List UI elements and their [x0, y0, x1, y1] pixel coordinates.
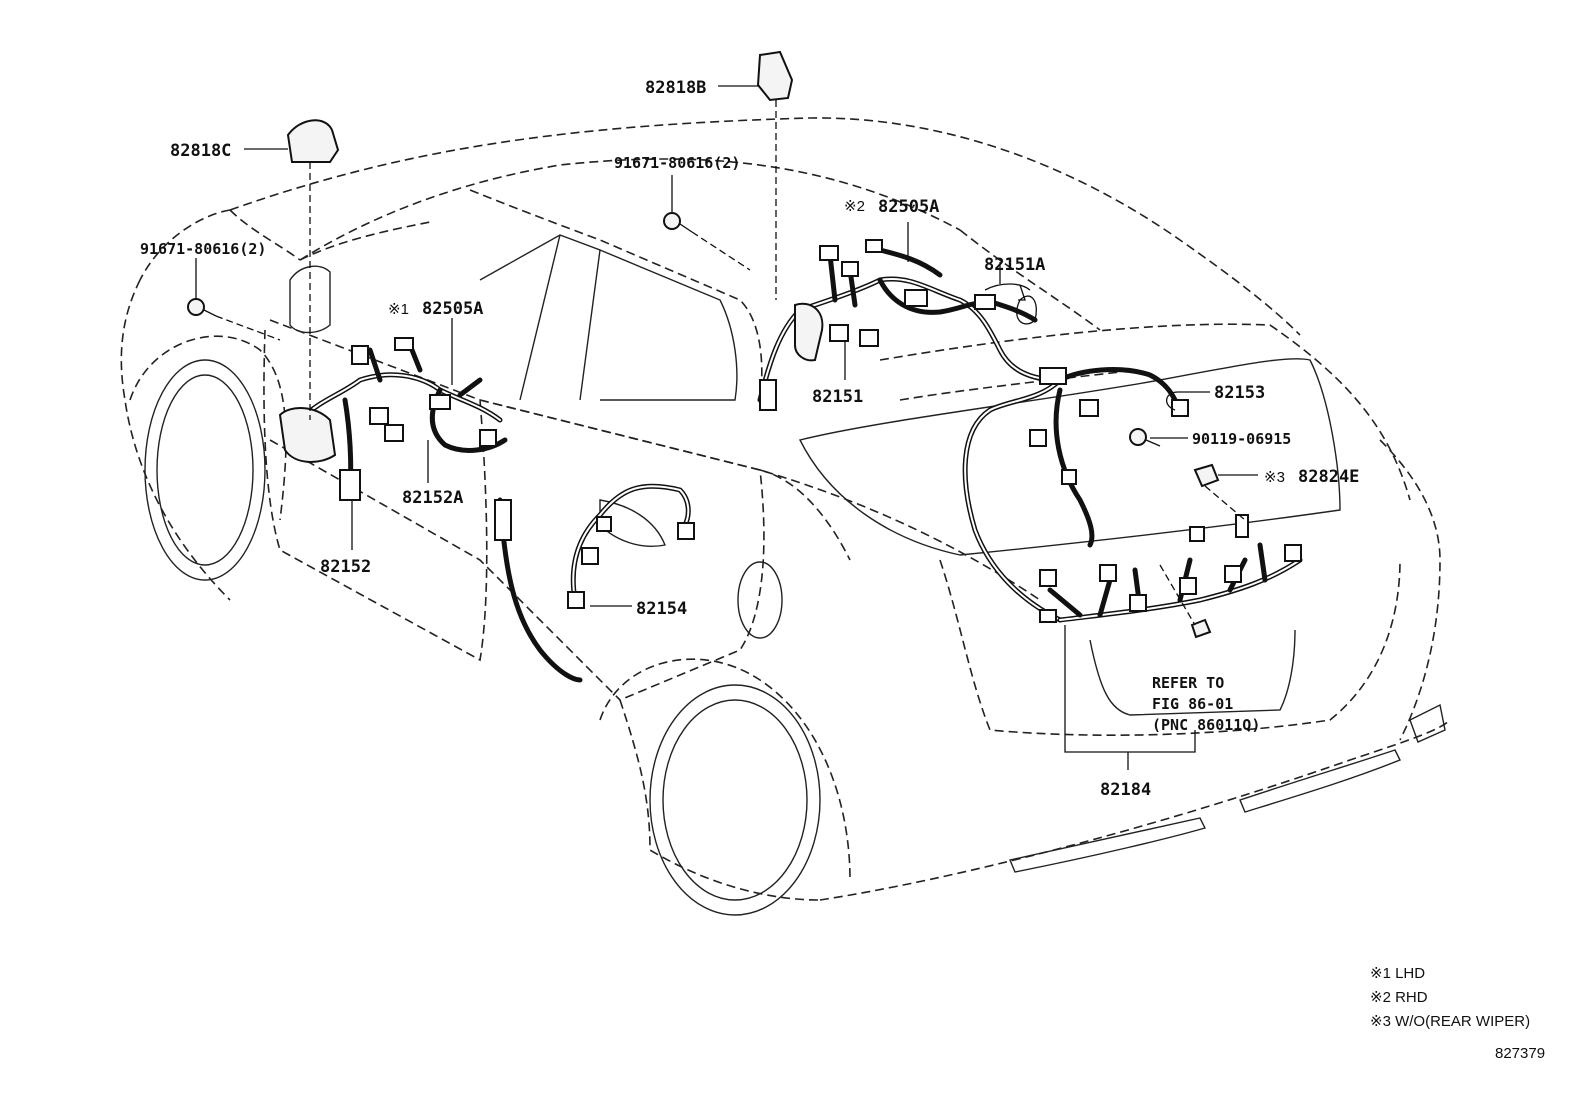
label-82824E-mark: ※3: [1264, 469, 1285, 486]
label-82154: 82154: [636, 599, 687, 619]
label-82151A: 82151A: [984, 255, 1045, 275]
connector: [581, 547, 599, 565]
connector: [429, 394, 451, 410]
connector: [1079, 399, 1099, 417]
part-82824E-icon: [1193, 463, 1258, 521]
connector: [974, 294, 996, 310]
connector: [1039, 609, 1057, 623]
connector-loop: [1016, 295, 1037, 325]
harness-clamp: [794, 302, 824, 362]
legend-item-lhd: ※1 LHD: [1370, 965, 1425, 982]
label-82818B: 82818B: [645, 78, 706, 98]
connector: [384, 424, 404, 442]
back-door-harness: [962, 367, 1303, 623]
connector: [339, 469, 361, 501]
part-82818C-icon: [244, 119, 340, 420]
car-body-outline: [120, 117, 1451, 916]
connector: [567, 591, 585, 609]
label-82505A-rhd-mark: ※2: [844, 198, 865, 215]
connector: [759, 379, 777, 411]
connector: [859, 329, 879, 347]
connector: [829, 324, 849, 342]
legend: ※1 LHD ※2 RHD ※3 W/O(REAR WIPER) 827379: [1370, 965, 1545, 1062]
clip-86011Q-icon: [1159, 564, 1212, 639]
connector: [1179, 577, 1197, 595]
part-labels: 82818B 82818C 91671-80616(2) 91671-80616…: [140, 78, 1359, 800]
label-82818C: 82818C: [170, 141, 231, 161]
front-door-harness: [278, 337, 508, 501]
bolt-mid-icon: [663, 175, 751, 271]
connector: [1039, 367, 1067, 385]
label-refer-line2: FIG 86-01: [1152, 695, 1233, 713]
figure-number: 827379: [1495, 1045, 1545, 1062]
label-82824E: 82824E: [1298, 467, 1359, 487]
bolt-left-icon: [187, 258, 281, 341]
legend-item-rhd: ※2 RHD: [1370, 989, 1428, 1006]
label-bolt-mid: 91671-80616(2): [614, 154, 740, 172]
label-82505A-lhd: 82505A: [422, 299, 483, 319]
connector: [494, 499, 512, 541]
legend-item-rear-wiper: ※3 W/O(REAR WIPER): [1370, 1013, 1530, 1030]
connector: [351, 345, 369, 365]
connector: [819, 245, 839, 261]
label-82505A-rhd: 82505A: [878, 197, 939, 217]
connector: [596, 516, 612, 532]
floor-harness: [757, 239, 1063, 411]
label-82152: 82152: [320, 557, 371, 577]
part-82818B-icon: [718, 50, 794, 300]
connector: [865, 239, 883, 253]
label-bolt-left: 91671-80616(2): [140, 240, 266, 258]
part-82151A-icon: [984, 262, 1031, 301]
connector: [1129, 594, 1147, 612]
label-refer-line3: (PNC 86011Q): [1152, 716, 1260, 734]
label-82505A-lhd-mark: ※1: [388, 301, 409, 318]
connector: [841, 261, 859, 277]
connector: [1235, 514, 1249, 538]
label-refer-line1: REFER TO: [1152, 674, 1224, 692]
label-screw: 90119-06915: [1192, 430, 1291, 448]
connector: [479, 429, 497, 447]
connector: [369, 407, 389, 425]
connector: [904, 289, 928, 307]
connector: [1284, 544, 1302, 562]
label-82153: 82153: [1214, 383, 1265, 403]
connector: [1189, 526, 1205, 542]
connector: [677, 522, 695, 540]
connector: [1061, 469, 1077, 485]
connector: [394, 337, 414, 351]
connector: [1224, 565, 1242, 583]
connector: [1039, 569, 1057, 587]
connector: [1171, 399, 1189, 417]
label-82151: 82151: [812, 387, 863, 407]
connector: [1029, 429, 1047, 447]
screw-90119-icon: [1129, 428, 1188, 447]
rear-door-harness: [494, 483, 695, 683]
label-82184: 82184: [1100, 780, 1151, 800]
label-82152A: 82152A: [402, 488, 463, 508]
connector: [1099, 564, 1117, 582]
door-lock-assembly: [278, 407, 337, 463]
leader-lines: [351, 222, 1210, 770]
